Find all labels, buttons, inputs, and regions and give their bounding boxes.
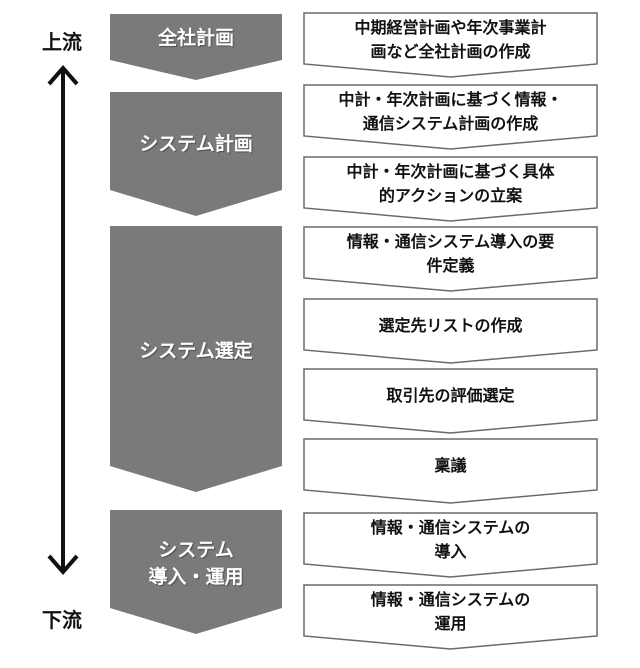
task-approval: 稟議 — [303, 438, 598, 504]
upstream-downstream-arrow — [47, 64, 79, 576]
task-system-operation: 情報・通信システムの 運用 — [303, 584, 598, 650]
task-requirements-definition: 情報・通信システム導入の要 件定義 — [303, 226, 598, 292]
task-label-line1: 中計・年次計画に基づく情報・ — [338, 90, 563, 109]
phase-label: システム計画 — [139, 132, 253, 155]
task-label-line2: 的アクションの立案 — [378, 186, 523, 205]
task-label-line2: 画など全社計画の作成 — [370, 42, 531, 61]
task-label-line1: 中期経営計画や年次事業計 — [354, 18, 547, 37]
phase-label: システム選定 — [139, 339, 253, 362]
task-label: 取引先の評価選定 — [386, 386, 515, 405]
phase-system-selection: システム選定 — [110, 226, 282, 492]
task-label-line1: 情報・通信システムの — [370, 590, 531, 609]
task-system-introduction: 情報・通信システムの 導入 — [303, 512, 598, 578]
arrow-head-up — [47, 64, 79, 86]
task-label: 選定先リストの作成 — [378, 316, 523, 335]
arrow-head-down — [47, 554, 79, 576]
task-vendor-list-creation: 選定先リストの作成 — [303, 298, 598, 364]
task-action-planning: 中計・年次計画に基づく具体 的アクションの立案 — [303, 156, 598, 222]
task-label-line1: 情報・通信システム導入の要 — [346, 232, 555, 251]
task-label-line2: 通信システム計画の作成 — [362, 114, 539, 133]
task-label-line2: 件定義 — [426, 256, 475, 275]
upstream-label: 上流 — [42, 30, 82, 54]
task-label-line2: 運用 — [434, 614, 467, 633]
downstream-label: 下流 — [42, 608, 82, 632]
phase-system-planning: システム計画 — [110, 92, 282, 216]
phase-company-planning: 全社計画 — [110, 14, 282, 80]
task-label-line1: 中計・年次計画に基づく具体 — [346, 162, 555, 181]
phase-label-line1: システム — [158, 539, 234, 561]
task-it-system-plan-creation: 中計・年次計画に基づく情報・ 通信システム計画の作成 — [303, 84, 598, 150]
task-company-plan-creation: 中期経営計画や年次事業計 画など全社計画の作成 — [303, 12, 598, 78]
task-label: 稟議 — [434, 456, 467, 475]
phase-label-line2: 導入・運用 — [148, 566, 244, 588]
phase-introduction-operation: システム 導入・運用 — [110, 510, 282, 634]
phase-label: 全社計画 — [157, 26, 234, 49]
task-label-line2: 導入 — [434, 542, 467, 561]
task-vendor-evaluation: 取引先の評価選定 — [303, 368, 598, 434]
task-label-line1: 情報・通信システムの — [370, 518, 531, 537]
